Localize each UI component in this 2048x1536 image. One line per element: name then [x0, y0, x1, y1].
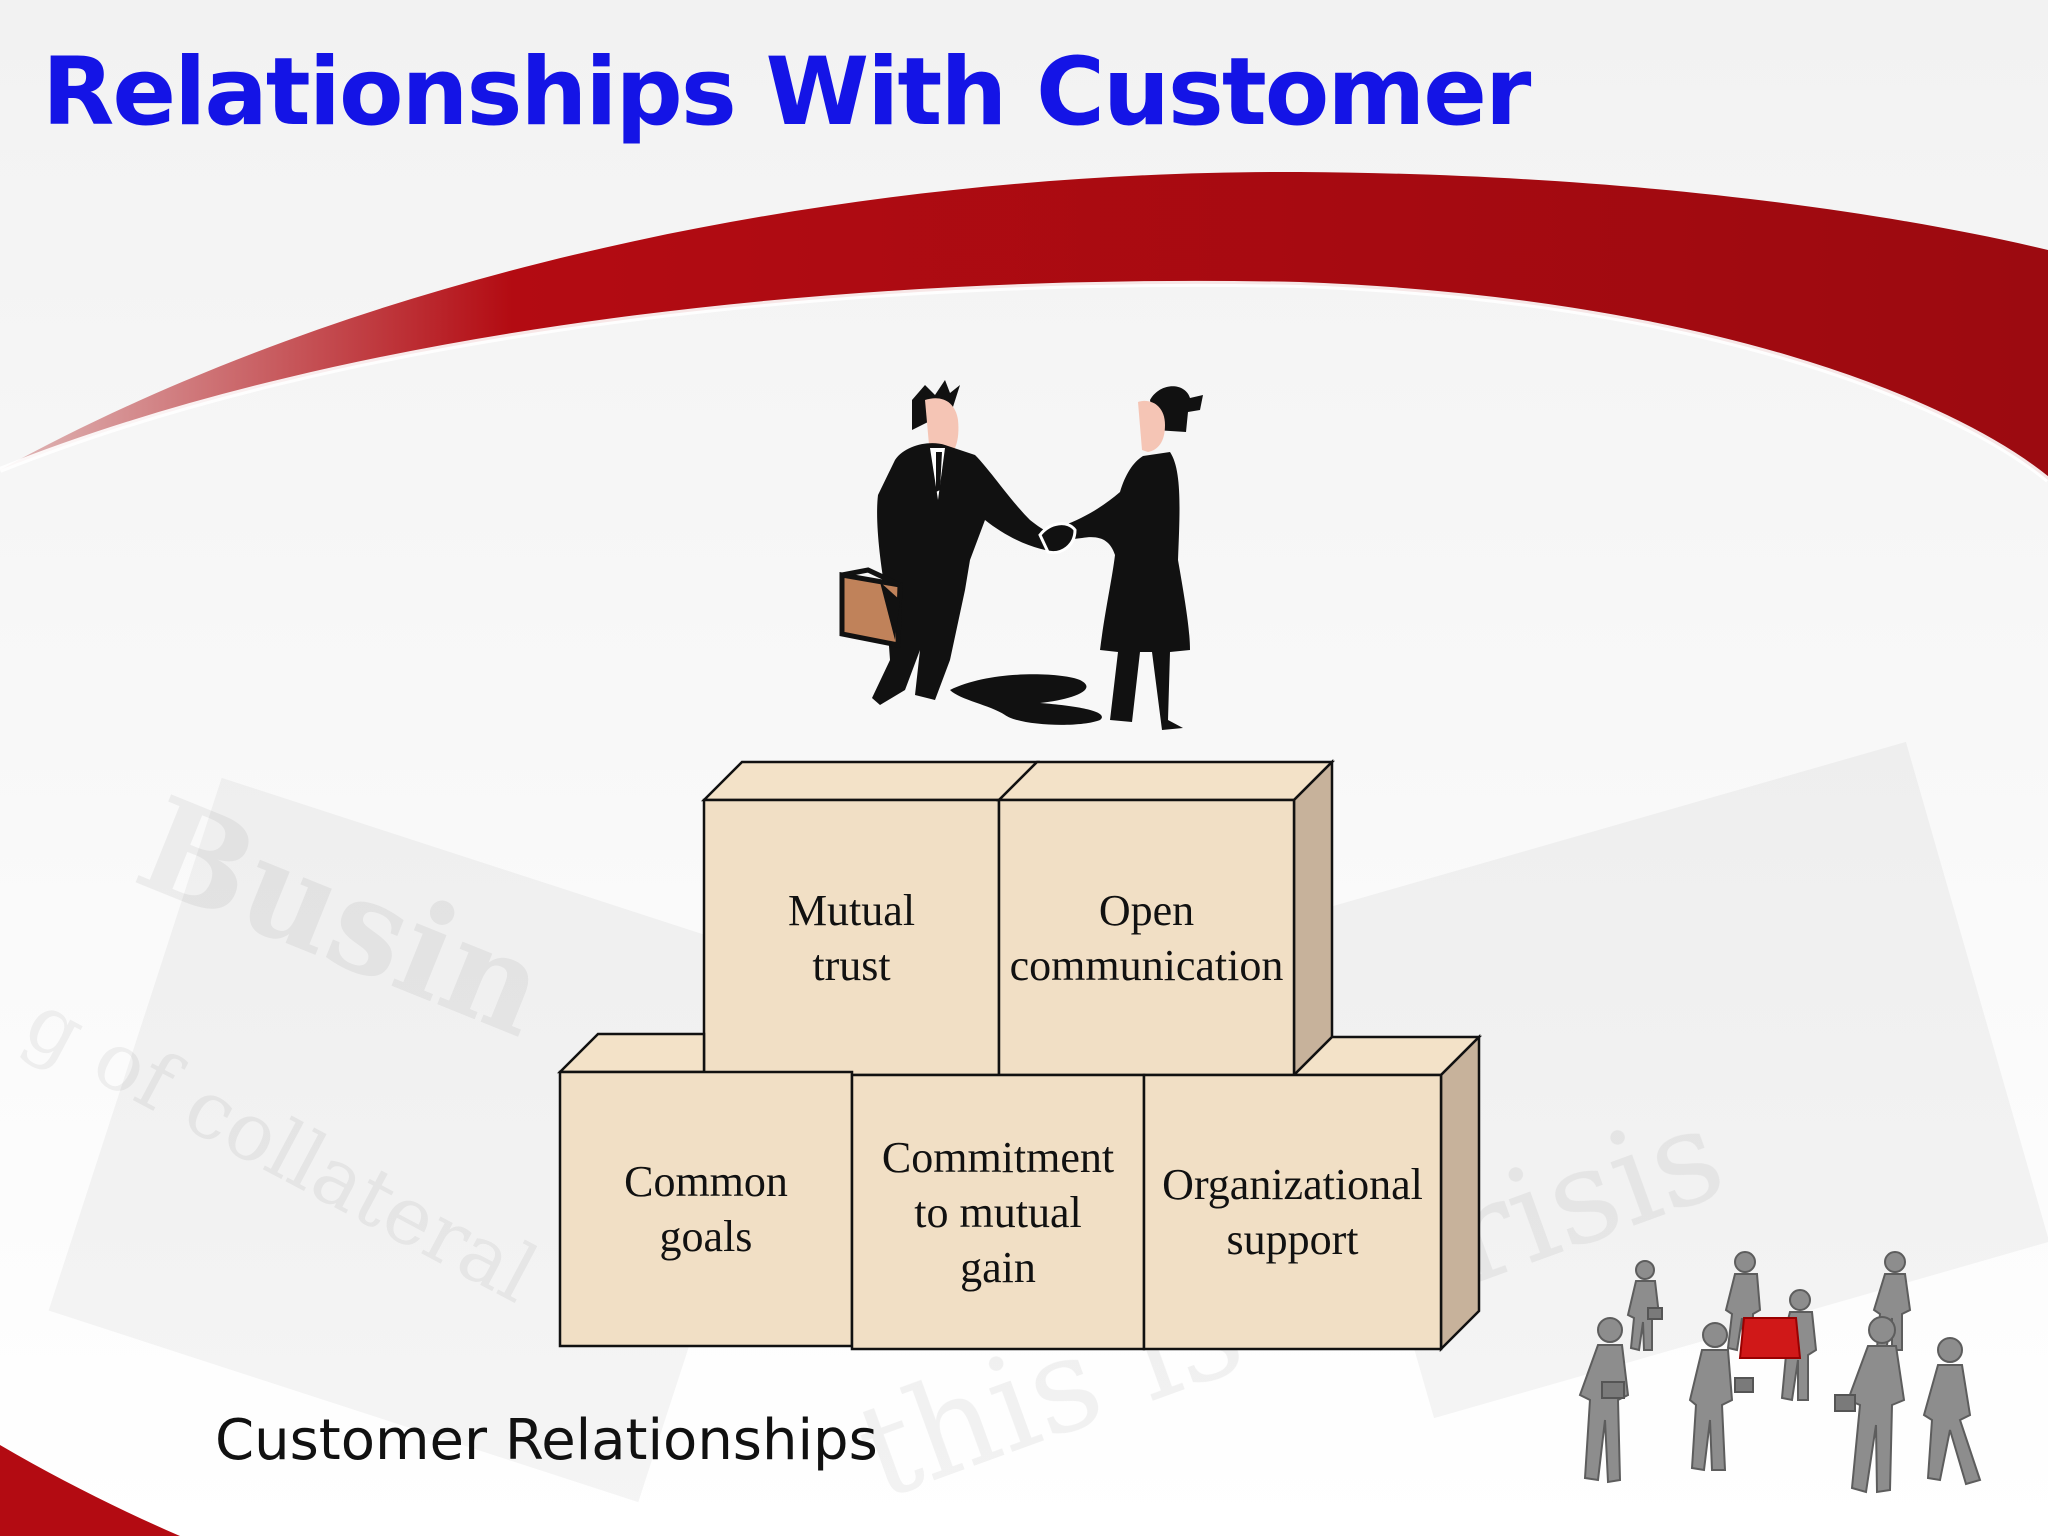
block-commitment [850, 1073, 1146, 1351]
block-common-goals [556, 1032, 854, 1348]
block-mutual-trust [700, 760, 1041, 1077]
slide-title: Relationships With Customer [42, 38, 1531, 147]
slide-caption: Customer Relationships [215, 1408, 878, 1473]
block-open-communication [995, 758, 1336, 1079]
block-organizational-support [1142, 1033, 1483, 1353]
label-mutual-trust: Mutual trust [787, 885, 916, 990]
label-common-goals: Common goals [624, 1157, 788, 1261]
label-commitment: Commitment to mutual gain [881, 1132, 1115, 1292]
briefcase-icon [839, 567, 903, 649]
label-organizational-support: Organizational support [1162, 1160, 1423, 1264]
label-open-communication: Open communication [1009, 885, 1284, 990]
